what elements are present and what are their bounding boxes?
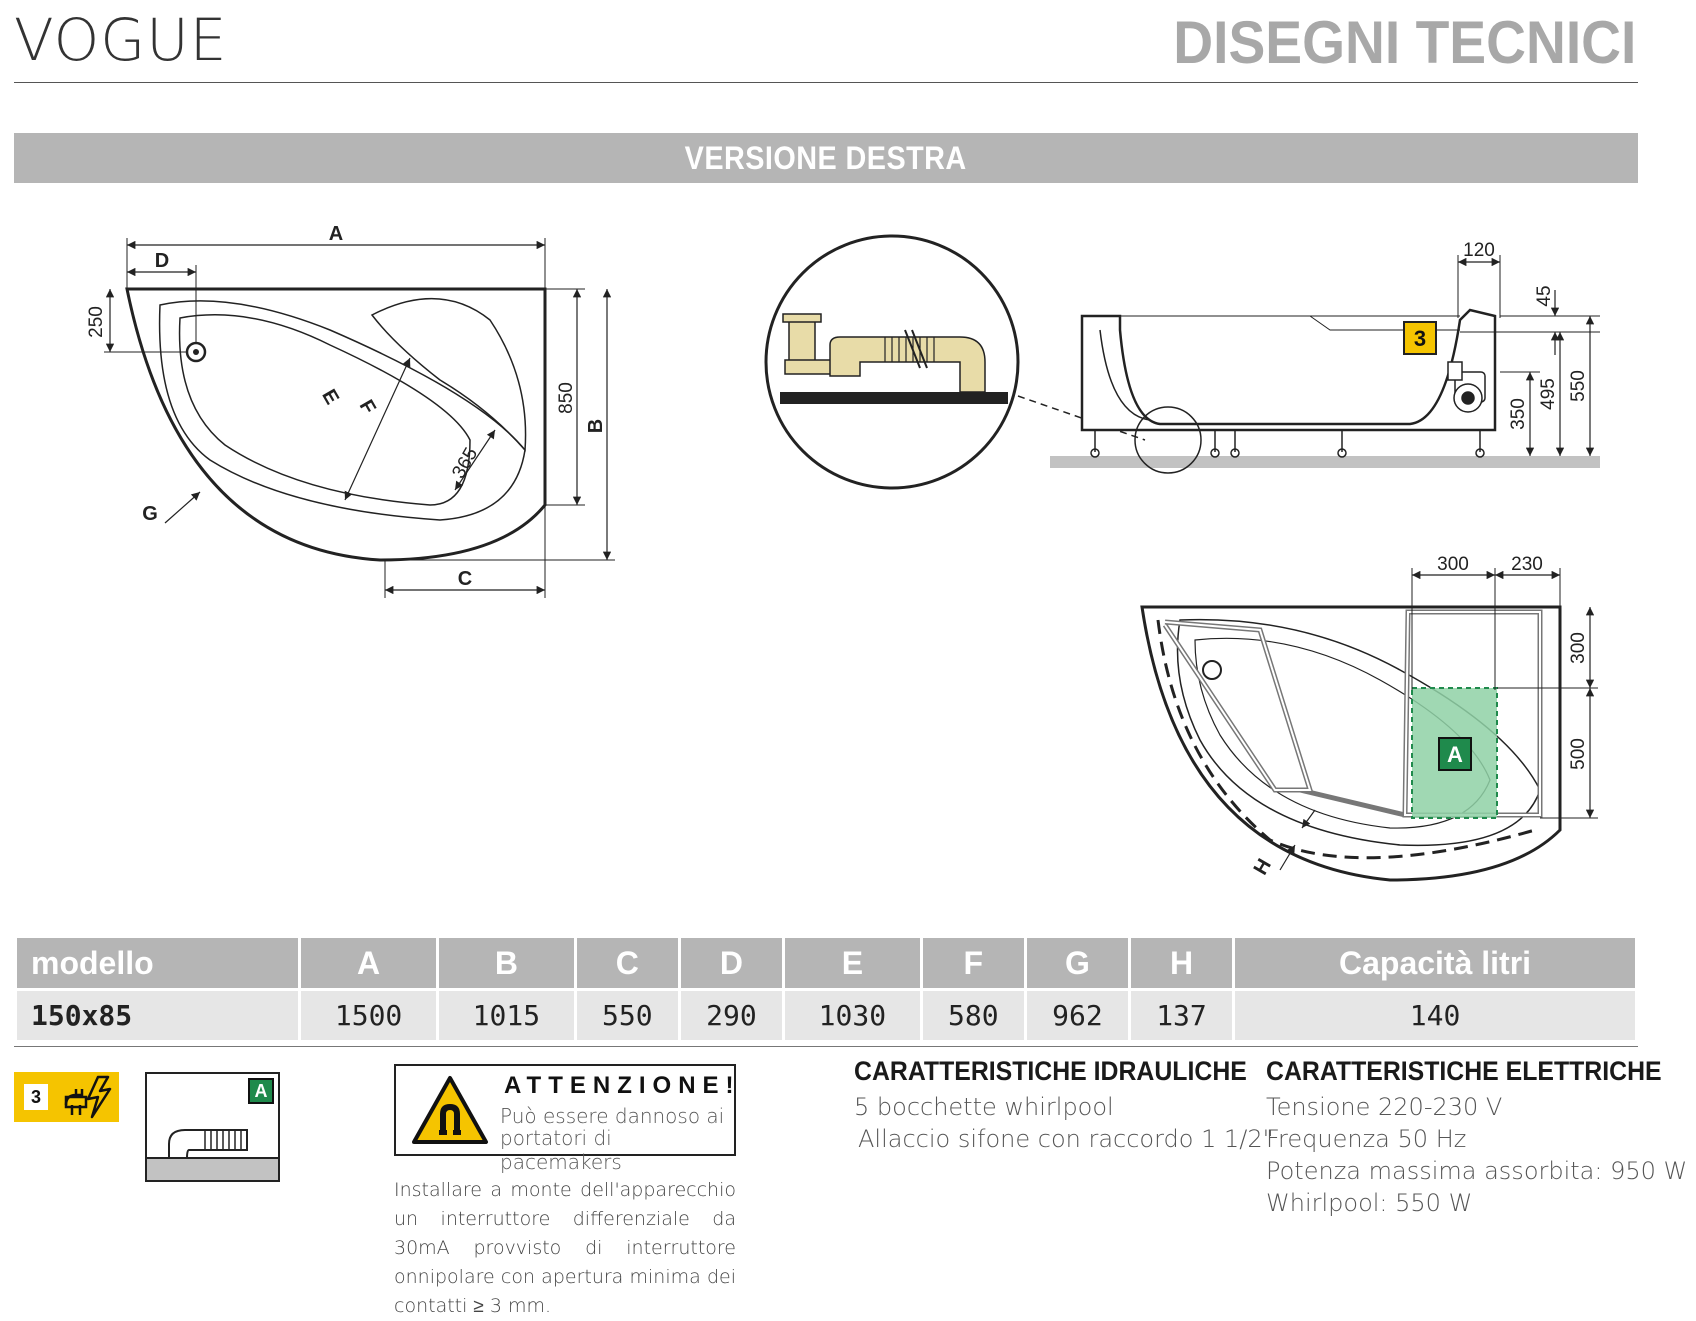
frame-drain [1202,660,1222,680]
plan-inner-basin [178,314,471,506]
side-dim-120: 120 [1463,240,1495,261]
col-header-c: C [576,938,678,988]
electrical-line-4: Whirlpool: 550 W [1266,1189,1473,1217]
table-row: 150x85 1500 1015 550 290 1030 580 962 13… [17,988,1635,1040]
spec-table-header: modello A B C D E F G H Capacità litri [17,938,1635,988]
frame-label-h: H [1250,855,1276,879]
frame-dim-230: 230 [1511,554,1543,575]
siphon-legend-badge: A [248,1078,274,1104]
frame-plan-view [1140,568,1598,882]
col-header-a: A [301,938,436,988]
siphon-hose-icon [147,1129,278,1180]
side-tub-shell [1080,308,1497,432]
siphon-legend-badge-label: A [254,1081,268,1101]
frame-dashed-contour [1156,619,1536,860]
plan-tub-outline [125,287,547,562]
siphon-pipe-vertical [788,319,816,363]
plan-dim-850: 850 [556,382,577,414]
warning-line-2: portatori di pacemakers [500,1126,622,1174]
plan-label-c: C [458,568,472,590]
frame-dim-300-side: 300 [1568,632,1589,664]
warning-line-1: Può essere dannoso ai [500,1104,725,1128]
side-dim-550: 550 [1568,370,1589,402]
frame-marker-a-label: A [1447,742,1463,767]
magnet-warning-icon [412,1076,488,1144]
plan-label-b: B [585,419,607,433]
cell-a: 1500 [301,988,436,1040]
installation-note: Installare a monte dell'apparecchio un i… [394,1179,736,1317]
siphon-legend-box: A [145,1072,280,1182]
side-labels: 120 45 350 495 550 [1463,240,1589,430]
side-dim-45: 45 [1534,285,1555,306]
plan-view [104,238,615,598]
side-section-view [1050,255,1600,474]
electrical-badge-number: 3 [24,1084,48,1110]
electrical-line-2: Frequenza 50 Hz [1266,1125,1467,1153]
table-divider [14,1046,1638,1047]
plan-label-d: D [155,250,169,272]
plug-lightning-icon [64,1075,112,1119]
warning-title: ATTENZIONE! [504,1072,741,1099]
plan-basin-outline [158,300,526,521]
side-marker-3-label: 3 [1414,326,1426,351]
frame-dim-300-top: 300 [1437,554,1469,575]
plan-headrest [370,298,527,452]
col-header-capacita: Capacità litri [1235,938,1635,988]
cell-h: 137 [1130,988,1233,1040]
cell-g: 962 [1026,988,1128,1040]
electrical-specs: CARATTERISTICHE ELETTRICHE Tensione 220-… [1266,1056,1696,1219]
col-header-modello: modello [17,938,299,988]
hydraulic-line-1: 5 bocchette whirlpool [854,1093,1114,1121]
technical-drawings: A D 250 850 B C E F 365 G [86,223,1600,882]
section-title: DISEGNI TECNICI [1172,9,1636,76]
plan-label-g: G [142,503,158,525]
siphon-detail [764,234,1146,490]
hydraulic-specs: CARATTERISTICHE IDRAULICHE 5 bocchette w… [854,1056,1281,1155]
col-header-d: D [680,938,782,988]
cell-modello: 150x85 [17,988,299,1040]
side-floor [1050,456,1600,468]
side-dim-495: 495 [1538,378,1559,410]
plan-label-a: A [329,223,343,245]
frame-marker-a: A [1438,737,1472,771]
col-header-f: F [922,938,1024,988]
model-title: VOGUE [14,6,228,74]
side-siphon-zoom [1134,406,1202,474]
side-marker-3: 3 [1403,321,1437,355]
col-header-g: G [1026,938,1128,988]
cell-b: 1015 [438,988,574,1040]
col-header-b: B [438,938,574,988]
pacemaker-warning: ATTENZIONE! Può essere dannoso ai portat… [394,1064,736,1174]
header-divider [14,82,1638,83]
frame-support-bars-inner [1164,611,1541,816]
spec-table: modello A B C D E F G H Capacità litri 1… [14,938,1638,1040]
side-pump-motor [1447,361,1486,413]
cell-c: 550 [576,988,678,1040]
col-header-h: H [1130,938,1233,988]
electrical-title: CARATTERISTICHE ELETTRICHE [1266,1056,1662,1086]
side-legs [1090,430,1485,458]
hydraulic-line-2: Allaccio sifone con raccordo 1 1/2" [858,1125,1274,1153]
cell-e: 1030 [784,988,920,1040]
frame-dim-500: 500 [1568,738,1589,770]
electrical-line-3: Potenza massima assorbita: 950 W [1266,1157,1688,1185]
side-dim-350: 350 [1508,398,1529,430]
electrical-line-1: Tensione 220-230 V [1266,1093,1503,1121]
cell-d: 290 [680,988,782,1040]
version-band-label: VERSIONE DESTRA [684,139,967,176]
siphon-pipe-elbow [829,336,986,393]
cell-capacita: 140 [1235,988,1635,1040]
col-header-e: E [784,938,920,988]
cell-f: 580 [922,988,1024,1040]
plan-dim-250: 250 [86,306,107,338]
version-band: VERSIONE DESTRA [14,133,1638,183]
hydraulic-title: CARATTERISTICHE IDRAULICHE [854,1056,1247,1086]
electrical-badge: 3 [14,1072,119,1122]
